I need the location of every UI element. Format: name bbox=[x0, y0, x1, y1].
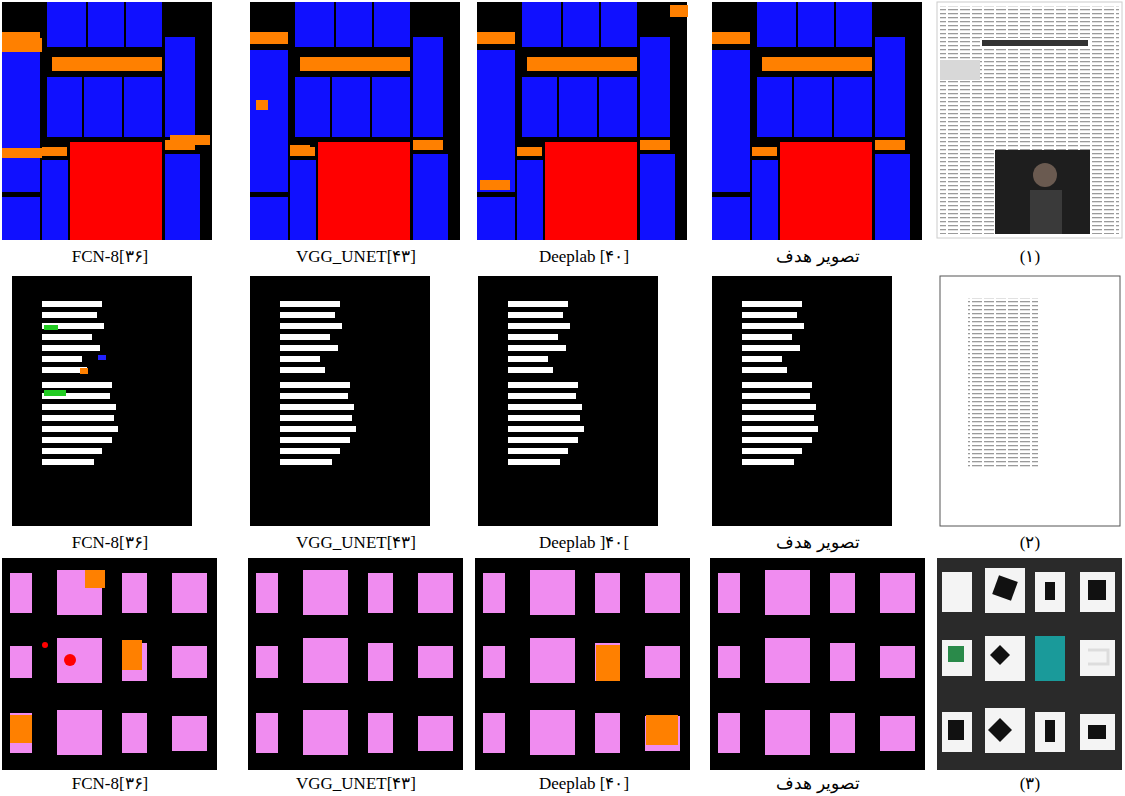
panel-caption: VGG_UNET[۴۳] bbox=[296, 533, 416, 553]
figure-number: (۳) bbox=[1020, 774, 1040, 794]
figure-number: (۱) bbox=[1020, 247, 1040, 267]
panel-caption: تصویر هدف bbox=[776, 774, 859, 794]
segmentation-map bbox=[477, 2, 688, 240]
target-map bbox=[710, 558, 925, 770]
segmentation-map bbox=[478, 276, 658, 526]
input-image bbox=[937, 2, 1122, 238]
panel-caption: Deeplab ]۴۰[ bbox=[539, 533, 629, 553]
panel-caption: VGG_UNET[۴۳] bbox=[296, 774, 416, 794]
panel-caption: تصویر هدف bbox=[776, 247, 859, 267]
panel-caption: تصویر هدف bbox=[776, 533, 859, 553]
input-image bbox=[940, 276, 1120, 526]
panel-caption: FCN-8[۳۶] bbox=[72, 247, 149, 267]
panel-caption: Deeplab [۴۰] bbox=[539, 774, 629, 794]
segmentation-map bbox=[2, 2, 212, 240]
panel-caption: FCN-8[۳۶] bbox=[72, 774, 149, 794]
figure-number: (۲) bbox=[1020, 533, 1040, 553]
segmentation-map bbox=[250, 2, 460, 240]
segmentation-map bbox=[475, 558, 690, 770]
panel-caption: VGG_UNET[۴۳] bbox=[296, 247, 416, 267]
segmentation-map bbox=[248, 558, 463, 770]
segmentation-map bbox=[2, 558, 217, 770]
target-map bbox=[712, 2, 922, 240]
panel-caption: FCN-8[۳۶] bbox=[72, 533, 149, 553]
segmentation-map bbox=[12, 276, 192, 526]
panel-caption: Deeplab [۴۰] bbox=[539, 247, 629, 267]
target-map bbox=[712, 276, 892, 526]
input-image bbox=[937, 558, 1122, 770]
segmentation-map bbox=[250, 276, 430, 526]
